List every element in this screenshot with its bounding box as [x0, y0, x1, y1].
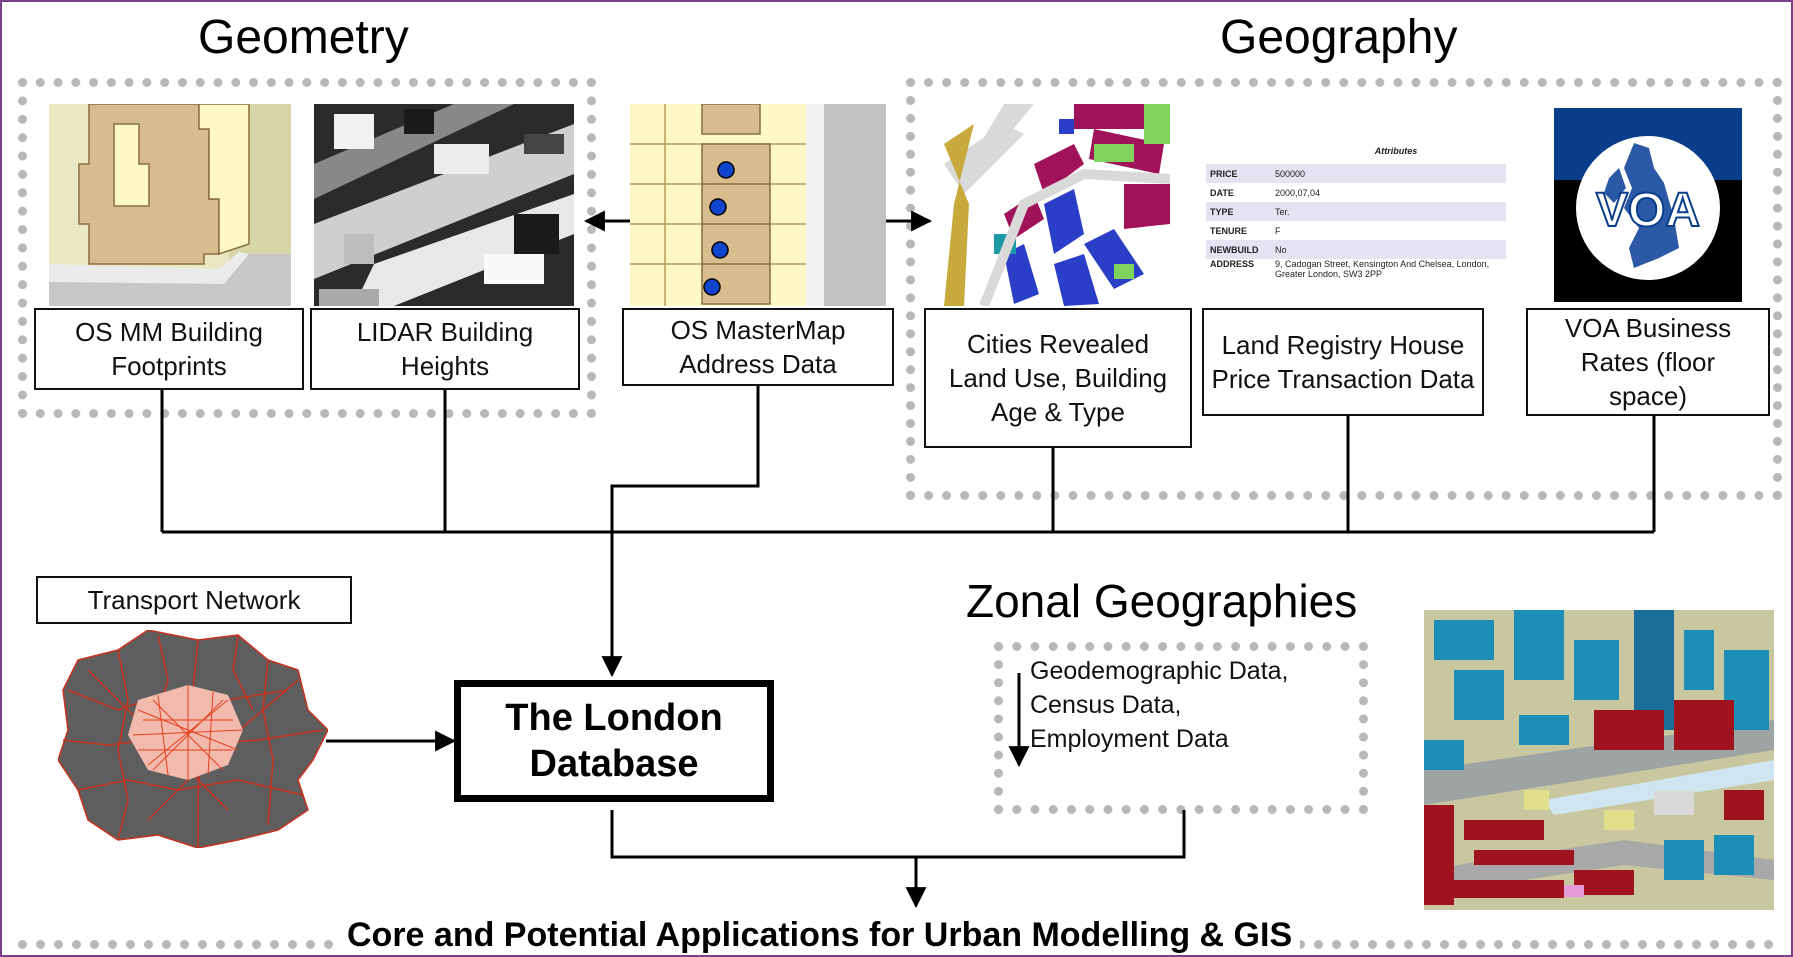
land-registry-label: Land Registry House Price Transaction Da… [1202, 308, 1484, 416]
cities-revealed-image [944, 104, 1170, 306]
attribute-value: 9, Cadogan Street, Kensington And Chelse… [1275, 259, 1490, 279]
attribute-key: ADDRESS [1210, 259, 1255, 269]
attribute-key: PRICE [1210, 168, 1238, 179]
attribute-value: Ter. [1275, 206, 1290, 217]
zonal-geographies-heading: Zonal Geographies [966, 575, 1358, 627]
os-mm-building-footprints-label: OS MM Building Footprints [34, 308, 304, 390]
cities-revealed-label: Cities Revealed Land Use, Building Age &… [924, 308, 1192, 448]
os-mastermap-address-image [630, 104, 886, 306]
attribute-row: DATE 2000,07,04 [1206, 183, 1506, 202]
attribute-row: TYPE Ter. [1206, 202, 1506, 221]
attribute-key: TYPE [1210, 206, 1234, 217]
zonal-data-list: Geodemographic Data, Census Data, Employ… [1030, 654, 1288, 756]
attribute-value: 500000 [1275, 168, 1306, 179]
attribute-key: TENURE [1210, 225, 1248, 236]
geometry-heading: Geometry [198, 11, 409, 64]
applications-footer-title: Core and Potential Applications for Urba… [339, 916, 1301, 955]
lidar-image [314, 104, 574, 306]
london-database-box: The London Database [454, 680, 774, 802]
geography-heading: Geography [1220, 11, 1458, 64]
geography-group-border [906, 78, 1782, 500]
attribute-value: 2000,07,04 [1275, 187, 1321, 198]
zonal-group-border [994, 642, 1368, 814]
attribute-key: DATE [1210, 187, 1234, 198]
zonal-item: Census Data, [1030, 691, 1182, 719]
attribute-row: PRICE 500000 [1206, 164, 1506, 183]
zonal-item: Geodemographic Data, [1030, 657, 1289, 685]
lidar-building-heights-label: LIDAR Building Heights [310, 308, 580, 390]
attribute-row: TENURE F [1206, 221, 1506, 240]
os-mm-footprints-image [49, 104, 291, 306]
attribute-value: No [1275, 244, 1287, 255]
voa-logo-text: VOA [1596, 184, 1700, 237]
attribute-row: NEWBUILD No [1206, 240, 1506, 259]
connector-db-zonal [610, 810, 1186, 859]
attribute-key: NEWBUILD [1210, 244, 1259, 255]
transport-network-label: Transport Network [36, 576, 352, 624]
city-3d-render-image [1424, 610, 1774, 910]
connector-address-to-db [601, 385, 760, 678]
geometry-group-border [18, 78, 596, 418]
attribute-value: F [1275, 225, 1281, 236]
os-mastermap-address-label: OS MasterMap Address Data [622, 308, 894, 386]
voa-logo-image: VOA [1554, 108, 1742, 302]
attributes-title: Attributes [1374, 146, 1418, 156]
zonal-item: Employment Data [1030, 725, 1229, 753]
voa-business-rates-label: VOA Business Rates (floor space) [1526, 308, 1770, 416]
attribute-row: ADDRESS 9, Cadogan Street, Kensington And… [1206, 259, 1506, 291]
london-transport-map [58, 630, 328, 848]
